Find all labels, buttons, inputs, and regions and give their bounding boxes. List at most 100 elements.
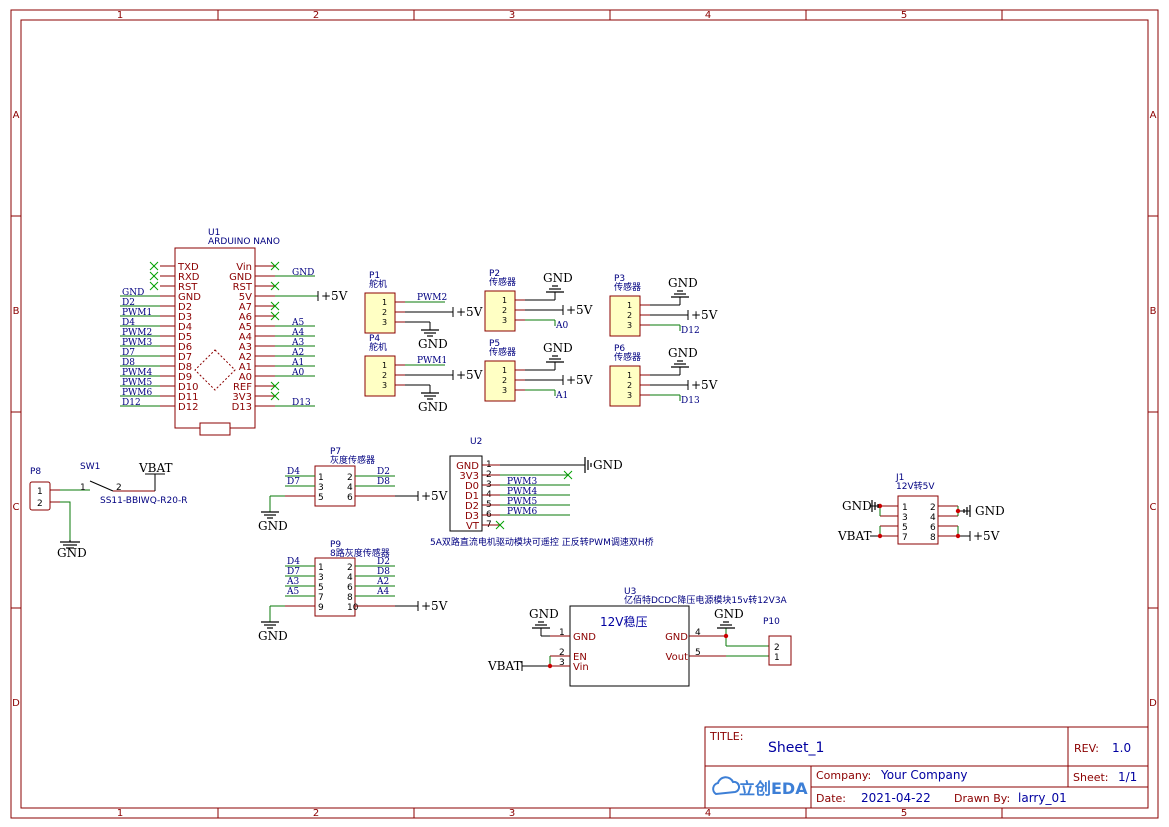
u2-pin-name: GND — [456, 461, 479, 472]
connector-value: 舵机 — [369, 278, 387, 290]
p8-body — [29, 481, 51, 511]
frame-ticks — [11, 10, 1158, 818]
p10-output-connector[interactable]: P10 2 1 — [763, 617, 792, 666]
sw1-power-switch[interactable]: SW1 SS11-BBIWQ-R20-R 1 2 VBAT — [80, 461, 188, 506]
connector-ref: P2 — [489, 269, 500, 279]
u1-usb-port — [199, 422, 231, 436]
p10-pin1-num: 1 — [774, 653, 780, 663]
u3-left-pin-name: GND — [573, 632, 596, 643]
connector-pin-num: 3 — [627, 321, 632, 330]
u1-right-pin-name: A2 — [239, 352, 252, 363]
drawn-by-value: larry_01 — [1018, 791, 1067, 805]
u1-left-pin-name: D11 — [178, 392, 198, 403]
u2-pin-name: D1 — [465, 491, 479, 502]
u1-arduino-nano[interactable]: U1 ARDUINO NANO TXDRXDRSTGNDGNDD2D2D3PWM… — [120, 228, 348, 436]
junction-dot — [877, 503, 883, 509]
vcc-label: +5V — [691, 378, 718, 392]
sw1-ref: SW1 — [80, 462, 100, 472]
u1-right-net-label: A3 — [291, 338, 304, 348]
right-net-label: D8 — [377, 567, 390, 577]
gnd-label: GND — [668, 346, 698, 360]
p8-pin2-num: 2 — [37, 499, 43, 509]
row-label-left: A — [13, 110, 20, 121]
u1-left-net-label: PWM3 — [122, 338, 153, 348]
gnd-symbol — [546, 355, 564, 363]
u1-left-net-label: D8 — [122, 358, 135, 368]
u1-right-pin-name: D13 — [232, 402, 252, 413]
p8-battery-connector[interactable]: P8 1 2 GND — [29, 467, 90, 560]
gnd-label: GND — [714, 607, 744, 621]
u3-right-num: 4 — [695, 628, 701, 638]
u1-chip-outline — [194, 349, 236, 391]
right-pin-num: 6 — [347, 493, 353, 503]
p8-pin1-num: 1 — [37, 487, 43, 497]
u2-net-label: PWM3 — [507, 477, 538, 487]
connector-pin-num: 3 — [502, 386, 507, 395]
left-pin-num: 9 — [318, 603, 324, 613]
u3-right-num: 5 — [695, 648, 701, 658]
p8-ref: P8 — [30, 467, 41, 477]
u2-body — [449, 455, 483, 532]
no-connect-mark — [149, 271, 159, 281]
u1-right-pin-name: A3 — [239, 342, 252, 353]
col-label-bottom: 3 — [509, 808, 515, 819]
p9-ref: P9 — [330, 540, 341, 550]
col-label-bottom: 2 — [313, 808, 319, 819]
u1-left-pin-name: D5 — [178, 332, 192, 343]
u3-left-pin-name: EN — [573, 652, 587, 663]
no-connect-mark — [270, 281, 280, 291]
no-connect-mark — [270, 261, 280, 271]
signal-net-label: D13 — [681, 396, 700, 406]
col-label-top: 3 — [509, 10, 515, 21]
sw1-lever — [89, 480, 114, 492]
company-value: Your Company — [880, 768, 968, 782]
no-connect-mark — [149, 281, 159, 291]
j1-right-num: 2 — [930, 503, 936, 513]
u3-dcdc-module[interactable]: U3 亿佰特DCDC降压电源模块15v转12V3A 12V稳压 GND1EN2V… — [487, 587, 788, 687]
u3-left-num: 1 — [559, 628, 565, 638]
logo-text: 立创EDA — [739, 779, 808, 798]
u1-right-pin-name: RST — [233, 282, 253, 293]
u1-right-net-label: GND — [292, 268, 314, 278]
connector-pin-num: 1 — [382, 298, 387, 307]
right-pin-num: 10 — [347, 603, 359, 613]
j1-value: 12V转5V — [896, 480, 935, 492]
rev-value: 1.0 — [1112, 741, 1131, 755]
u1-right-pin-name: A5 — [239, 322, 252, 333]
u3-value: 亿佰特DCDC降压电源模块15v转12V3A — [624, 594, 788, 606]
signal-net-label: A1 — [555, 391, 568, 401]
right-pin-num: 4 — [347, 483, 353, 493]
j1-gnd-left-label: GND — [842, 499, 872, 513]
date-value: 2021-04-22 — [861, 791, 931, 805]
vcc-label: +5V — [456, 305, 483, 319]
signal-net-label: A0 — [555, 321, 568, 331]
u1-left-pin-name: GND — [178, 292, 201, 303]
row-label-left: C — [13, 502, 20, 513]
gnd-label: GND — [543, 271, 573, 285]
no-connect-mark — [270, 301, 280, 311]
gnd-label: GND — [258, 519, 288, 533]
connector-body — [484, 360, 516, 402]
junction-dot — [547, 663, 553, 669]
j1-right-num: 8 — [930, 533, 936, 543]
company-label: Company: — [816, 769, 871, 782]
j1-left-num: 5 — [902, 523, 908, 533]
cloud-icon — [712, 776, 741, 796]
signal-net-label: D12 — [681, 326, 700, 336]
no-connect-line — [270, 281, 280, 291]
u2-pin-name: D3 — [465, 511, 479, 522]
col-label-top: 4 — [705, 10, 711, 21]
u1-value: ARDUINO NANO — [208, 237, 280, 247]
u1-right-pin-name: A4 — [239, 332, 252, 343]
